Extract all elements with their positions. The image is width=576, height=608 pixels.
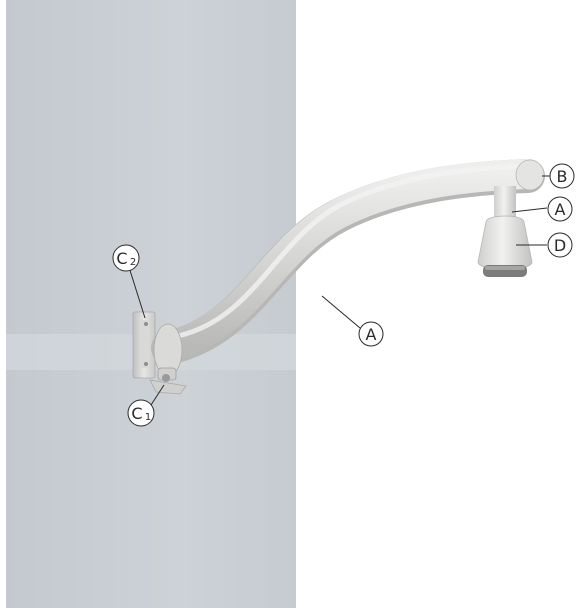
head-neck [494, 186, 516, 220]
arm-clamp [153, 323, 183, 382]
svg-text:A: A [555, 200, 566, 219]
callout-d-head: D [547, 232, 573, 258]
svg-text:2: 2 [130, 257, 136, 268]
leader-lines [127, 175, 550, 406]
svg-text:1: 1 [145, 412, 151, 423]
curved-arm-highlight [175, 163, 527, 339]
svg-text:C: C [116, 249, 127, 268]
callout-a-neck: A [547, 196, 573, 222]
svg-text:A: A [366, 325, 377, 344]
svg-text:D: D [554, 236, 566, 255]
callout-c1-clamp-bottom: C 1 [127, 399, 155, 427]
svg-text:B: B [557, 167, 568, 186]
callout-a-arm: A [358, 321, 384, 347]
wall-mount [132, 311, 187, 395]
callout-c2-clamp-top: C 2 [112, 244, 140, 272]
arm-end-cap [515, 159, 545, 191]
svg-text:C: C [131, 404, 142, 423]
shower-head [477, 215, 533, 270]
curved-arm-body [153, 159, 543, 361]
callout-b-cap: B [549, 163, 575, 189]
